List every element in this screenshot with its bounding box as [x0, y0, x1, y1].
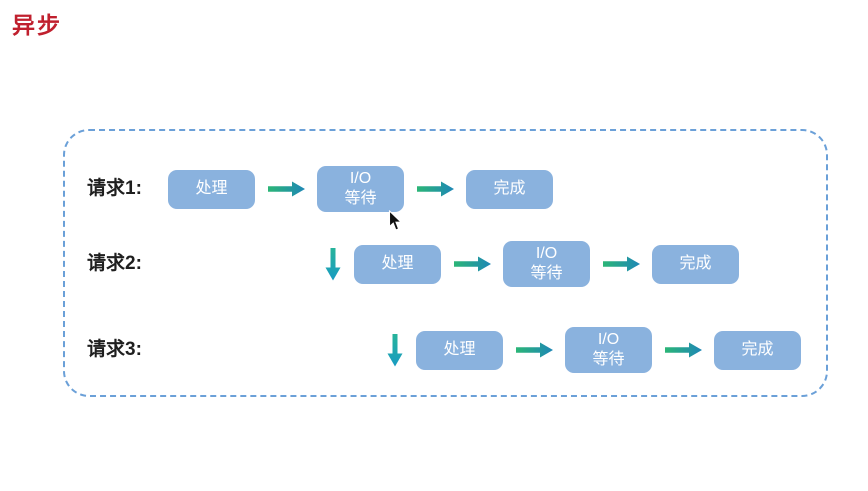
step-box: 完成 — [714, 330, 801, 370]
step-box-label: I/O — [597, 331, 620, 349]
row-label: 请求3: — [87, 339, 142, 360]
step-box: 处理 — [168, 169, 255, 209]
row-label: 请求1: — [87, 178, 142, 199]
row-label: 请求2: — [87, 253, 142, 274]
step-box-label: 完成 — [679, 255, 712, 273]
step-box-label: 处理 — [195, 180, 228, 198]
step-box-label: 处理 — [443, 341, 476, 359]
diagram-row: 请求3: 处理 I/O 等待 完成 — [65, 327, 826, 373]
step-box-label: I/O — [535, 245, 558, 263]
step-box: I/O 等待 — [503, 241, 590, 287]
step-box-label: 等待 — [344, 190, 377, 207]
step-box: 处理 — [354, 244, 441, 284]
right-arrow-icon — [601, 254, 641, 274]
down-arrow-icon — [385, 332, 405, 368]
right-arrow-icon — [415, 179, 455, 199]
step-box-label: I/O — [349, 170, 372, 188]
step-chain: 处理 I/O 等待 完成 — [323, 241, 739, 287]
right-arrow-icon — [266, 179, 306, 199]
diagram-row: 请求1: 处理 I/O 等待 完成 — [65, 166, 826, 212]
right-arrow-icon — [663, 340, 703, 360]
step-box-label: 完成 — [493, 180, 526, 198]
step-box: 完成 — [652, 244, 739, 284]
step-box: I/O 等待 — [565, 327, 652, 373]
step-box-label: 处理 — [381, 255, 414, 273]
mouse-cursor-icon — [388, 209, 404, 232]
step-box: I/O 等待 — [317, 166, 404, 212]
right-arrow-icon — [514, 340, 554, 360]
step-chain: 处理 I/O 等待 完成 — [385, 327, 801, 373]
page-title: 异步 — [12, 12, 62, 38]
step-box-label: 等待 — [530, 265, 563, 282]
right-arrow-icon — [452, 254, 492, 274]
diagram-row: 请求2: 处理 I/O 等待 完成 — [65, 241, 826, 287]
down-arrow-icon — [323, 246, 343, 282]
step-box-label: 完成 — [741, 341, 774, 359]
step-chain: 处理 I/O 等待 完成 — [168, 166, 553, 212]
step-box: 处理 — [416, 330, 503, 370]
step-box: 完成 — [466, 169, 553, 209]
step-box-label: 等待 — [592, 351, 625, 368]
